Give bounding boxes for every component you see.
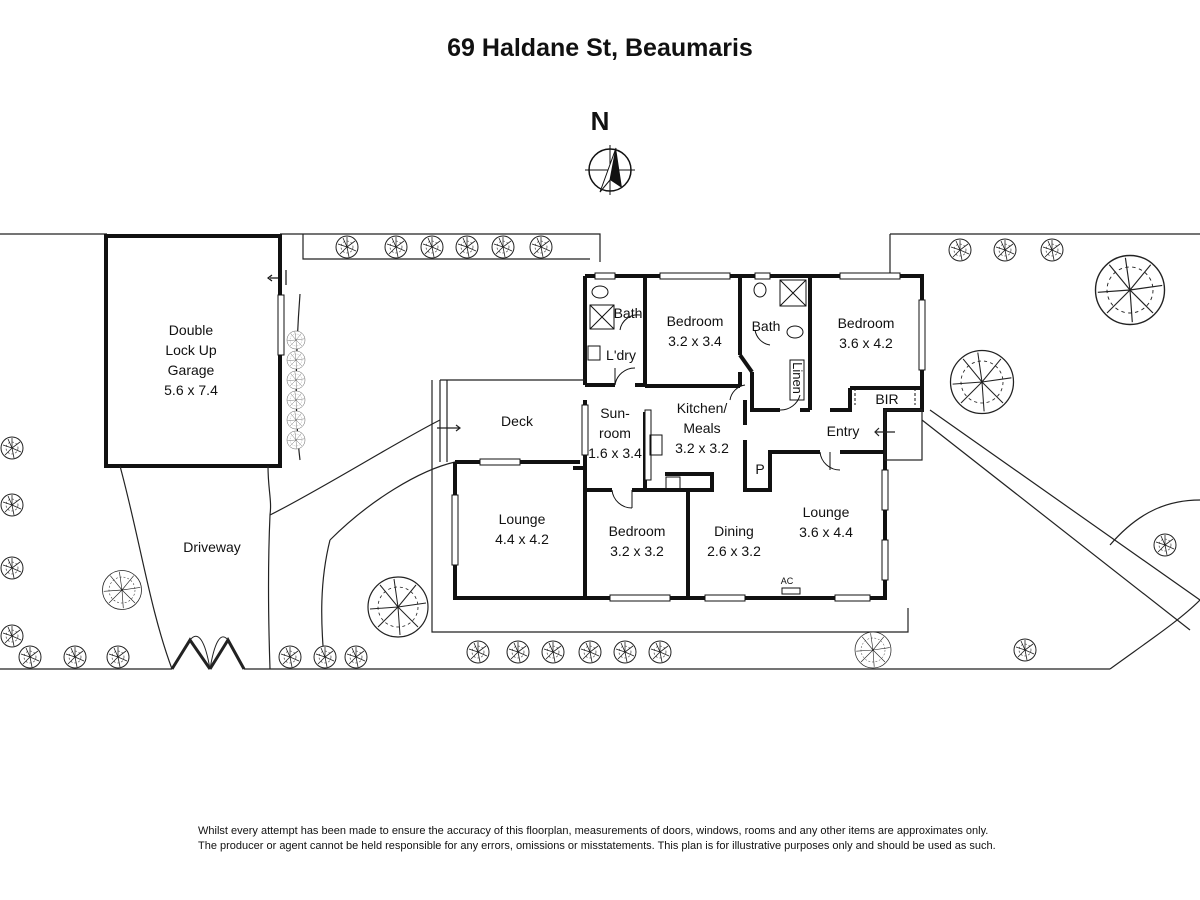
windows: [451, 272, 926, 602]
kitchen-line2: Meals: [683, 420, 721, 436]
garage-line2: Lock Up: [165, 342, 217, 358]
deck-outline: [437, 379, 585, 462]
bedroom2-label: Bedroom 3.6 x 4.2: [838, 313, 895, 353]
door-swings: [611, 314, 841, 509]
entry-porch: [874, 409, 923, 461]
entry-label: Entry: [826, 423, 860, 439]
bedroom2-dims: 3.6 x 4.2: [839, 335, 893, 351]
bedroom1-dims: 3.2 x 3.4: [668, 333, 722, 349]
lounge2-dims: 3.6 x 4.4: [799, 524, 853, 540]
laundry-label: L'dry: [606, 347, 636, 363]
lounge2-label: Lounge 3.6 x 4.4: [799, 502, 853, 542]
pantry-label: P: [755, 461, 765, 477]
garage-line1: Double: [168, 322, 214, 338]
garage-dims: 5.6 x 7.4: [164, 382, 218, 398]
bir-label: BIR: [875, 391, 899, 407]
bedroom1-name: Bedroom: [666, 313, 724, 329]
driveway-outline: [119, 293, 456, 670]
deck-label: Deck: [501, 413, 533, 429]
dining-label: Dining 2.6 x 3.2: [707, 521, 761, 561]
lounge2-name: Lounge: [802, 504, 850, 520]
compass-icon: [585, 145, 635, 195]
bedroom3-name: Bedroom: [608, 523, 666, 539]
kitchen-label: Kitchen/ Meals 3.2 x 3.2: [675, 398, 729, 458]
disclaimer: Whilst every attempt has been made to en…: [198, 824, 996, 854]
garage-line3: Garage: [167, 362, 215, 378]
sunroom-label: Sun- room 1.6 x 3.4: [588, 403, 642, 463]
sunroom-line2: room: [599, 425, 631, 441]
driveway-label: Driveway: [183, 539, 241, 555]
fixtures: [587, 279, 916, 595]
ac-label: AC: [780, 576, 794, 586]
bedroom3-label: Bedroom 3.2 x 3.2: [609, 521, 666, 561]
garage-label: Double Lock Up Garage 5.6 x 7.4: [164, 320, 218, 400]
disclaimer-line2: The producer or agent cannot be held res…: [198, 840, 996, 852]
bedroom1-label: Bedroom 3.2 x 3.4: [667, 311, 724, 351]
lounge1-dims: 4.4 x 4.2: [495, 531, 549, 547]
sunroom-line1: Sun-: [600, 405, 630, 421]
lounge1-label: Lounge 4.4 x 4.2: [495, 509, 549, 549]
side-path: [431, 380, 1200, 670]
bedroom2-name: Bedroom: [837, 315, 895, 331]
bedroom3-dims: 3.2 x 3.2: [610, 543, 664, 559]
bath1-label: Bath: [613, 305, 643, 321]
kitchen-line1: Kitchen/: [676, 400, 728, 416]
sunroom-dims: 1.6 x 3.4: [588, 445, 642, 461]
lounge1-name: Lounge: [498, 511, 546, 527]
dining-dims: 2.6 x 3.2: [707, 543, 761, 559]
garage-outline: [104, 234, 287, 468]
north-label: N: [590, 106, 610, 136]
linen-label: Linen: [790, 362, 805, 394]
bath2-label: Bath: [751, 318, 781, 334]
plan-title: 69 Haldane St, Beaumaris: [447, 34, 753, 62]
disclaimer-line1: Whilst every attempt has been made to en…: [198, 825, 989, 837]
property-boundary: [0, 233, 1200, 670]
dining-name: Dining: [714, 523, 754, 539]
kitchen-dims: 3.2 x 3.2: [675, 440, 729, 456]
